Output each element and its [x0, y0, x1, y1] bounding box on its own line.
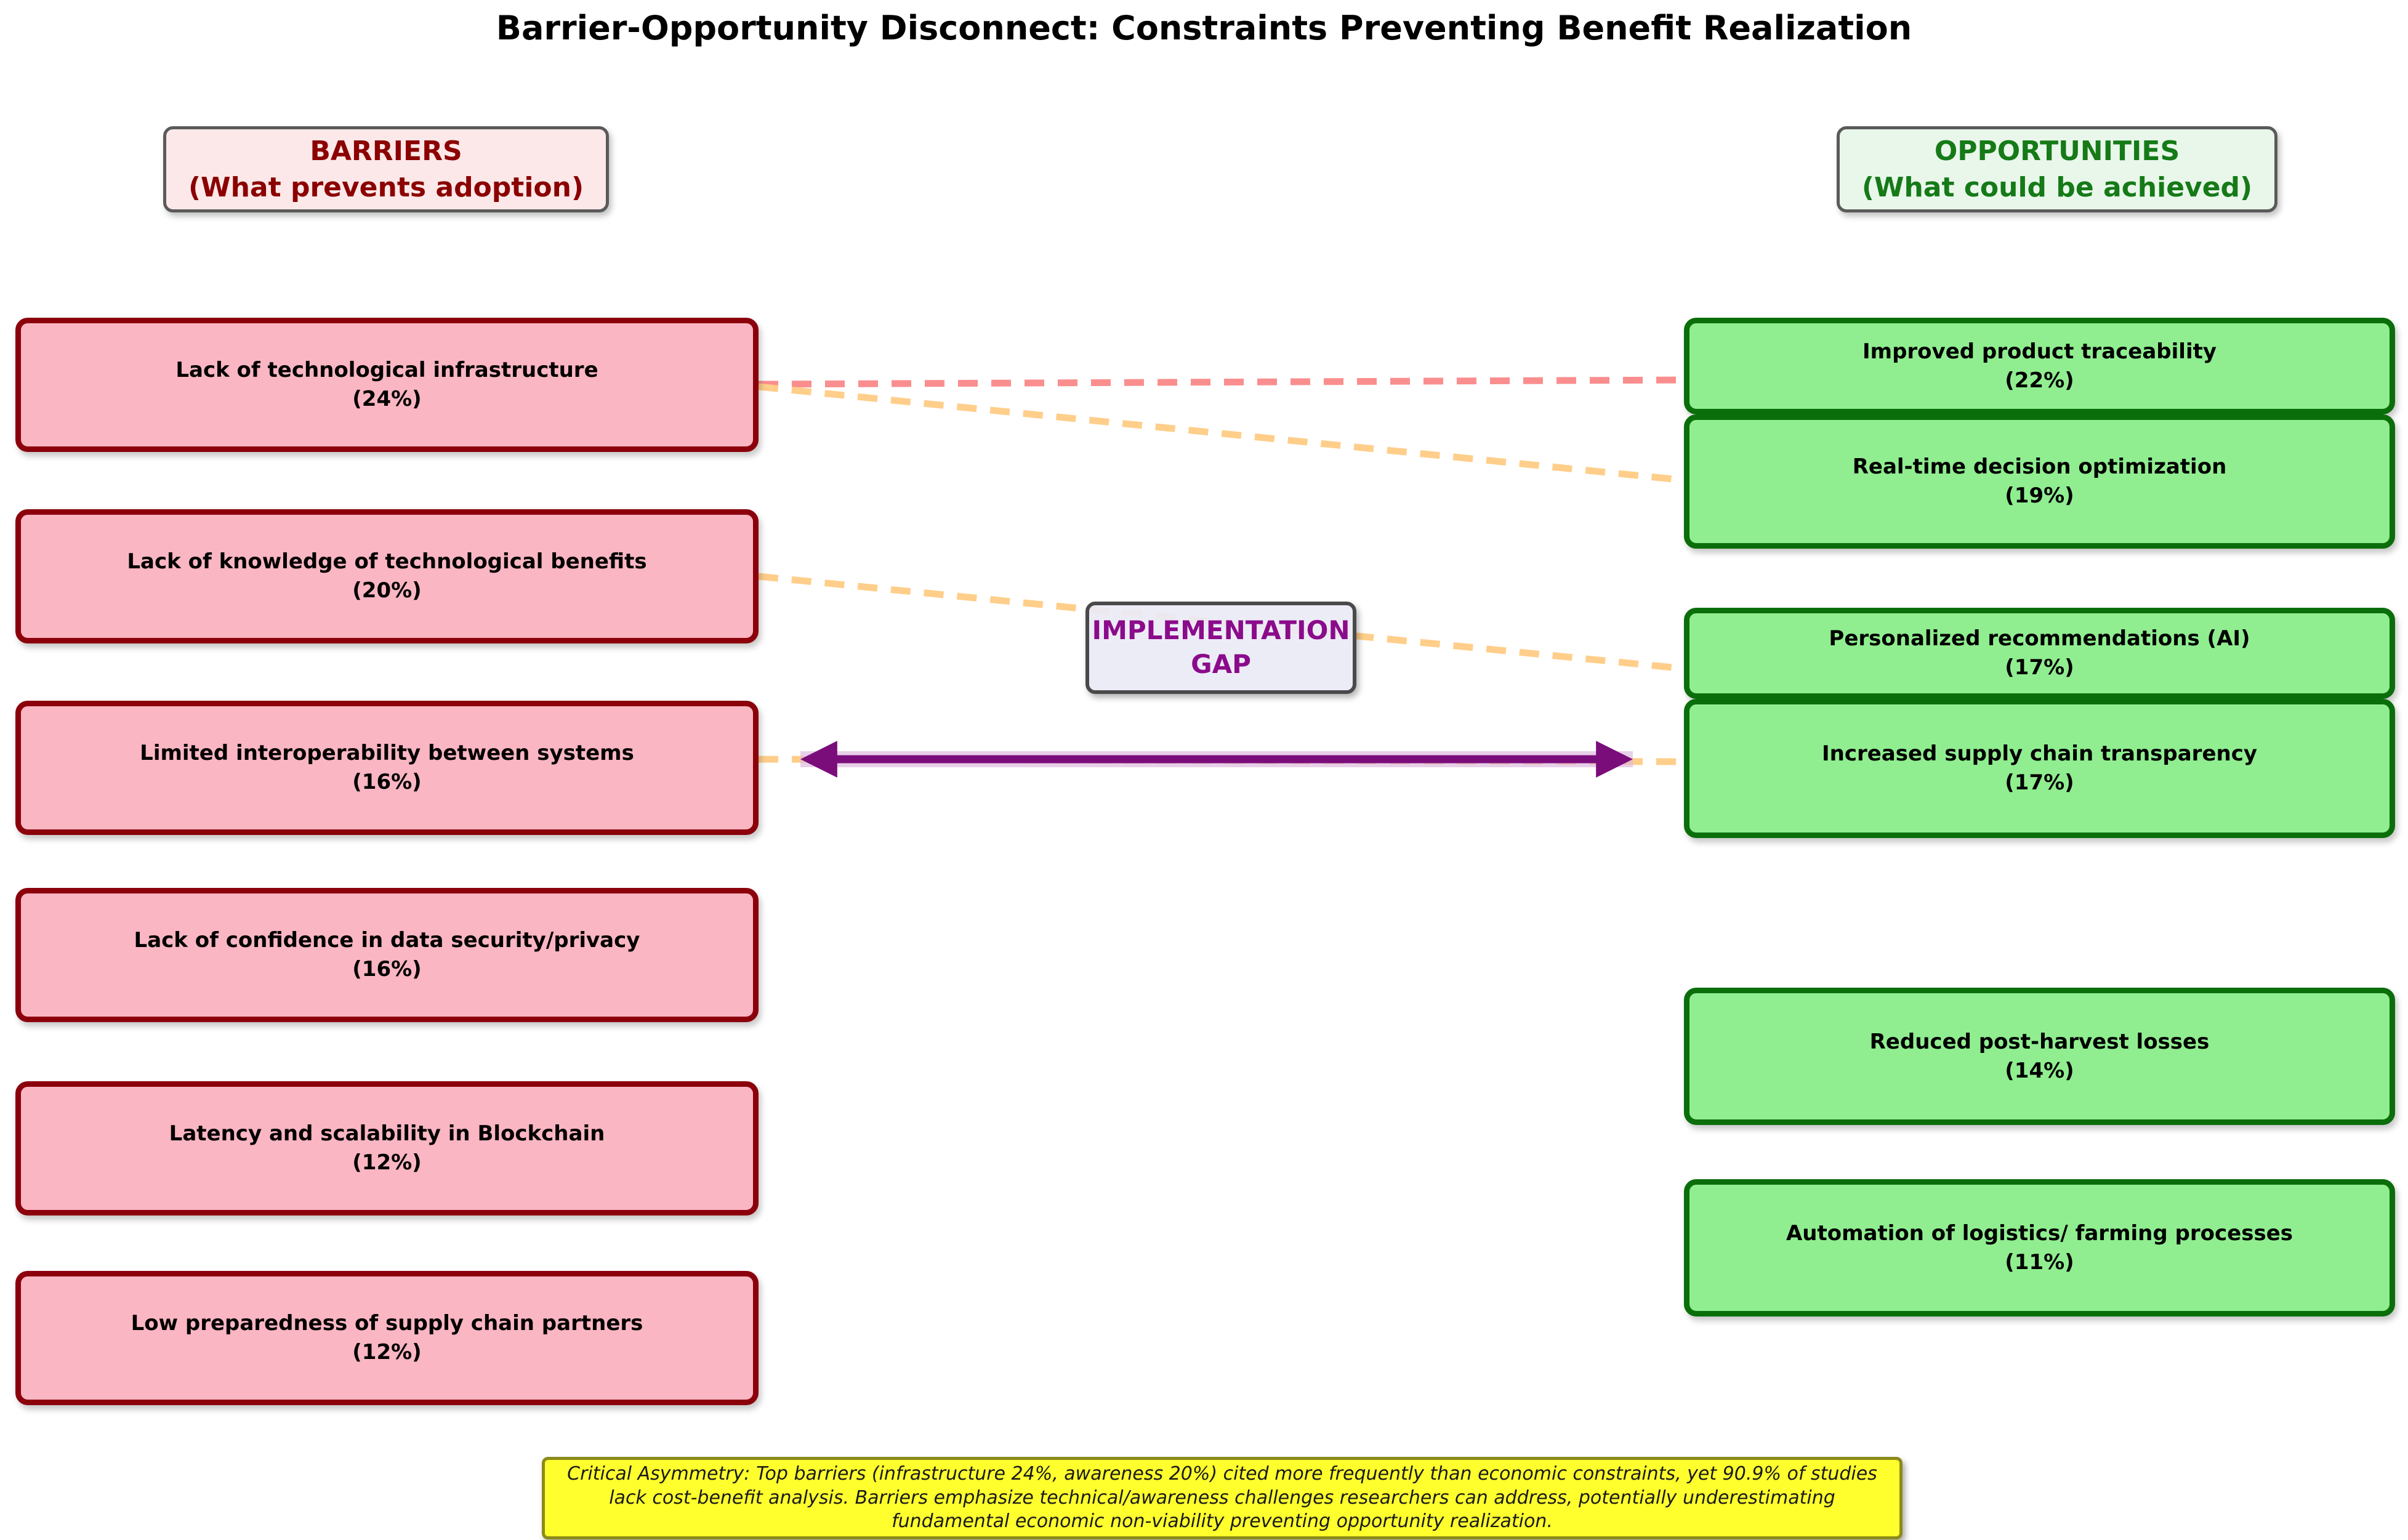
- implementation-gap-label: IMPLEMENTATION GAP: [1085, 602, 1356, 694]
- opportunity-pct: (14%): [2005, 1058, 2074, 1083]
- barrier-label: Latency and scalability in Blockchain: [169, 1121, 605, 1147]
- barrier-label: Lack of technological infrastructure: [175, 358, 598, 383]
- barrier-label: Lack of confidence in data security/priv…: [134, 928, 640, 953]
- barrier-label: Lack of knowledge of technological benef…: [127, 549, 647, 574]
- barrier-pct: (16%): [352, 957, 422, 982]
- opportunity-pct: (17%): [2005, 655, 2074, 680]
- barriers-header-line1: BARRIERS: [310, 135, 462, 167]
- opportunity-label: Increased supply chain transparency: [1821, 741, 2258, 767]
- barrier-box-preparedness: Low preparedness of supply chain partner…: [15, 1271, 759, 1405]
- opportunity-box-realtime: Real-time decision optimization (19%): [1684, 414, 2395, 549]
- diagram-title: Barrier-Opportunity Disconnect: Constrai…: [496, 9, 1912, 47]
- opportunity-pct: (17%): [2005, 770, 2074, 795]
- opportunities-header: OPPORTUNITIES (What could be achieved): [1837, 126, 2277, 212]
- barrier-box-security: Lack of confidence in data security/priv…: [15, 888, 759, 1022]
- barrier-pct: (16%): [352, 770, 422, 794]
- implementation-gap-line1: IMPLEMENTATION: [1092, 615, 1350, 646]
- opportunity-pct: (22%): [2005, 368, 2074, 393]
- barriers-header-line2: (What prevents adoption): [188, 172, 584, 203]
- opportunity-box-automation: Automation of logistics/ farming process…: [1684, 1179, 2395, 1316]
- barrier-pct: (12%): [352, 1150, 422, 1175]
- opportunity-pct: (11%): [2005, 1249, 2074, 1275]
- connection-infrastructure-traceability: [758, 376, 1686, 388]
- barriers-header: BARRIERS (What prevents adoption): [163, 126, 609, 212]
- barrier-label: Limited interoperability between systems: [140, 741, 634, 766]
- barrier-box-interoperability: Limited interoperability between systems…: [15, 701, 759, 835]
- opportunity-label: Improved product traceability: [1862, 339, 2217, 364]
- opportunity-box-traceability: Improved product traceability (22%): [1684, 318, 2395, 414]
- opportunity-label: Automation of logistics/ farming process…: [1786, 1220, 2293, 1246]
- barrier-box-infrastructure: Lack of technological infrastructure (24…: [15, 318, 759, 452]
- opportunity-box-postharvest: Reduced post-harvest losses (14%): [1684, 988, 2395, 1125]
- opportunities-header-line1: OPPORTUNITIES: [1934, 135, 2180, 167]
- opportunities-header-line2: (What could be achieved): [1861, 172, 2253, 203]
- opportunity-label: Personalized recommendations (AI): [1829, 626, 2250, 651]
- barrier-pct: (12%): [352, 1340, 422, 1365]
- barrier-pct: (24%): [352, 387, 422, 411]
- critical-asymmetry-note: Critical Asymmetry: Top barriers (infras…: [542, 1457, 1903, 1539]
- connection-interoperability-transparency: [758, 756, 1686, 765]
- opportunity-label: Reduced post-harvest losses: [1869, 1029, 2210, 1054]
- opportunity-pct: (19%): [2005, 483, 2074, 508]
- barrier-pct: (20%): [352, 578, 422, 603]
- barrier-box-knowledge: Lack of knowledge of technological benef…: [15, 509, 759, 643]
- opportunity-box-personalized: Personalized recommendations (AI) (17%): [1684, 608, 2395, 699]
- connection-infrastructure-realtime: [758, 383, 1686, 484]
- implementation-gap-line2: GAP: [1191, 649, 1251, 679]
- barrier-box-latency: Latency and scalability in Blockchain (1…: [15, 1081, 759, 1215]
- opportunity-box-transparency: Increased supply chain transparency (17%…: [1684, 699, 2395, 838]
- opportunity-label: Real-time decision optimization: [1852, 454, 2227, 480]
- barrier-label: Low preparedness of supply chain partner…: [131, 1311, 643, 1336]
